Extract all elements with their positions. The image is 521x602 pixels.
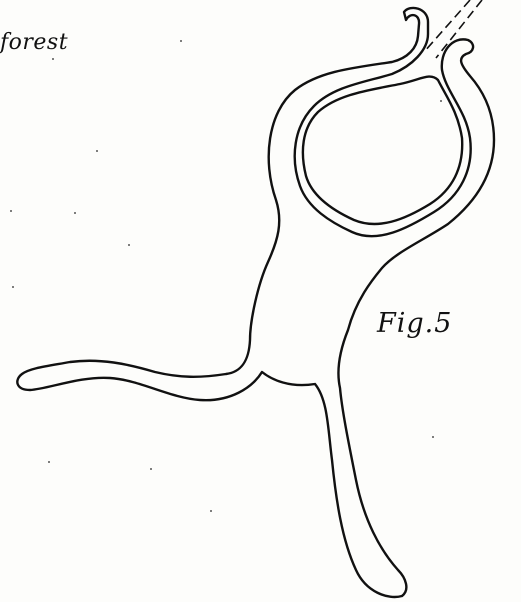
paper-speck	[96, 150, 98, 152]
paper-speck	[210, 510, 212, 512]
shape-outer-outline	[17, 8, 494, 597]
paper-speck	[150, 468, 152, 470]
paper-speck	[52, 58, 54, 60]
paper-speck	[10, 210, 12, 212]
figure-caption: Fig.5	[377, 308, 452, 339]
paper-speck	[180, 40, 182, 42]
paper-speck	[12, 286, 14, 288]
dashed-line-2	[436, 0, 482, 58]
paper-speck	[440, 100, 442, 102]
paper-speck	[48, 461, 50, 463]
paper-speck	[432, 436, 434, 438]
paper-speck	[128, 244, 130, 246]
shape-inner-loop	[303, 77, 462, 224]
paper-speck	[74, 212, 76, 214]
